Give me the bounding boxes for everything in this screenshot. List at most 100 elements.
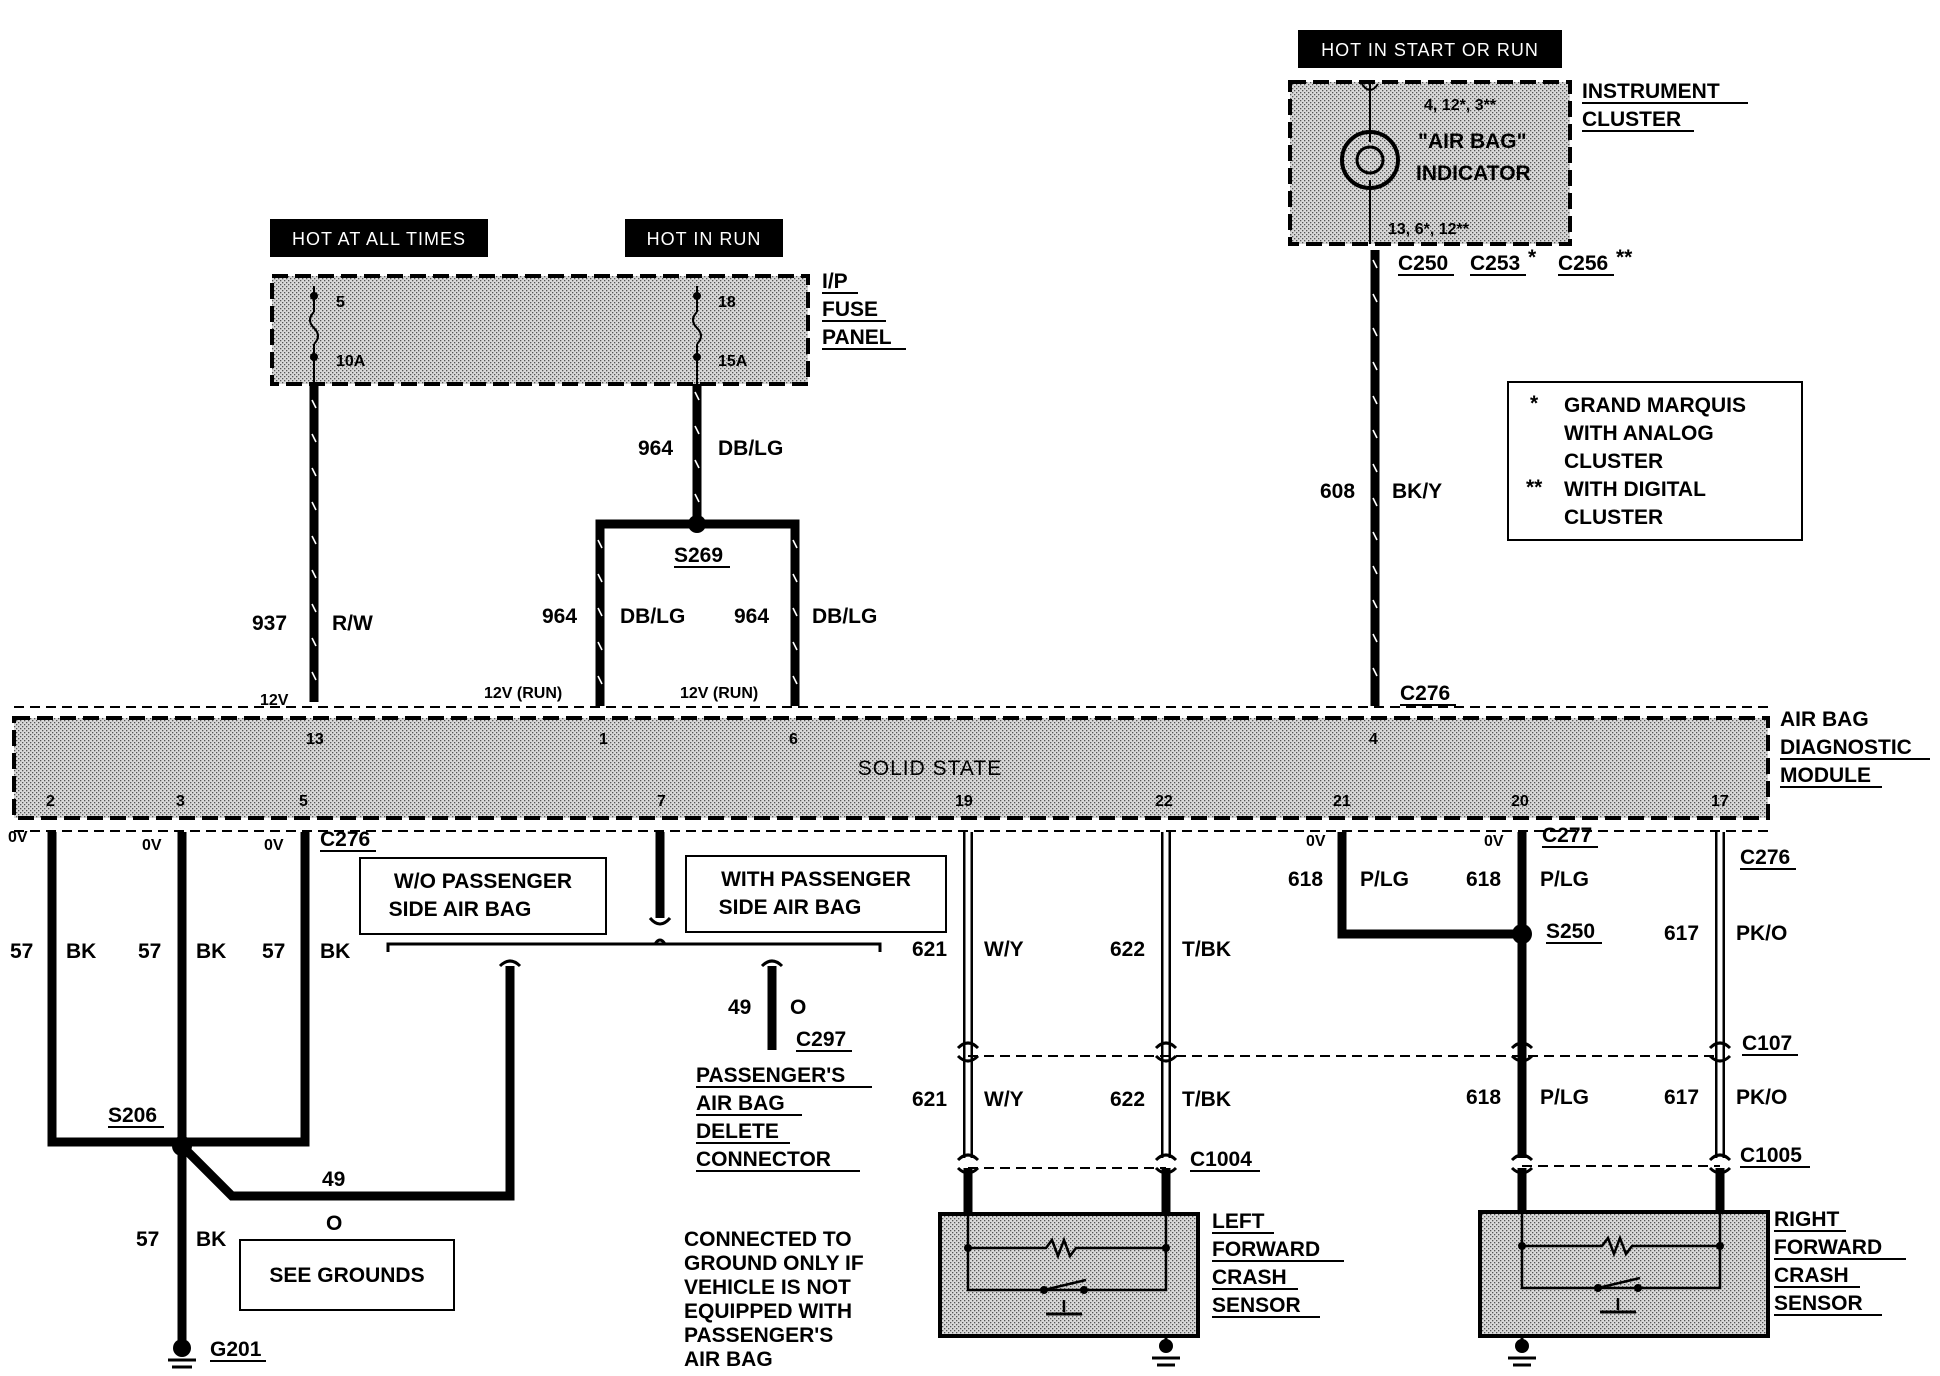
wire-964b-color: DB/LG xyxy=(620,605,685,628)
wire-618b-color: P/LG xyxy=(1540,868,1589,891)
wo-passenger-label: W/O PASSENGER xyxy=(394,870,572,893)
voltage-12v: 12V xyxy=(260,692,289,709)
wire-621b-number: 621 xyxy=(912,1088,947,1111)
voltage-0v-5: 0V xyxy=(1484,833,1504,850)
header-hot-in-start-or-run: HOT IN START OR RUN xyxy=(1298,30,1562,68)
connector-c250: C250 xyxy=(1398,252,1448,275)
connector-c107: C107 xyxy=(1742,1032,1792,1055)
wire-57a-number: 57 xyxy=(10,940,33,963)
air-bag-diagnostic-module: SOLID STATE AIR BAG DIAGNOSTIC MODULE 13… xyxy=(8,682,1930,870)
fuse-5-rating: 10A xyxy=(336,353,366,370)
left-sensor-label-4: SENSOR xyxy=(1212,1294,1301,1317)
wire-49-number: 49 xyxy=(322,1168,345,1191)
splice-s269: S269 xyxy=(674,544,723,567)
wire-49-color: O xyxy=(326,1212,342,1235)
voltage-0v-2: 0V xyxy=(142,837,162,854)
ground-note-6: AIR BAG xyxy=(684,1348,773,1371)
wire-964b-number: 964 xyxy=(542,605,577,628)
module-pin-3: 3 xyxy=(176,793,185,810)
see-grounds-box: SEE GROUNDS xyxy=(239,1239,455,1311)
left-sensor-label-3: CRASH xyxy=(1212,1266,1287,1289)
connector-c256: C256 xyxy=(1558,252,1608,275)
splice-s250: S250 xyxy=(1546,920,1595,943)
module-pin-17: 17 xyxy=(1711,793,1729,810)
module-pin-5: 5 xyxy=(299,793,308,810)
wire-618a-number: 618 xyxy=(1288,868,1323,891)
module-pin-1: 1 xyxy=(599,731,608,748)
fuse-panel-label: I/P xyxy=(822,270,848,293)
module-pin-4: 4 xyxy=(1369,731,1378,748)
wire-57b-color: BK xyxy=(196,940,226,963)
connector-c253-mark: * xyxy=(1528,246,1537,269)
header-hot-in-start-or-run-text: HOT IN START OR RUN xyxy=(1321,40,1539,60)
right-sensor-label-3: CRASH xyxy=(1774,1264,1849,1287)
legend-line-3: CLUSTER xyxy=(1564,450,1663,473)
wire-tick xyxy=(1372,361,1378,371)
wire-tick xyxy=(1372,463,1378,473)
cluster-pin-bottom: 13, 6*, 12** xyxy=(1388,221,1470,238)
wire-tick xyxy=(1372,429,1378,439)
fuse-panel-label-3: PANEL xyxy=(822,326,892,349)
with-passenger-label: WITH PASSENGER xyxy=(721,868,911,891)
legend-mark-2: ** xyxy=(1526,476,1543,499)
legend-box: * GRAND MARQUIS WITH ANALOG CLUSTER ** W… xyxy=(1507,381,1803,541)
header-hot-at-all-times: HOT AT ALL TIMES xyxy=(270,219,488,257)
wire-tick xyxy=(1372,327,1378,337)
wire-tick xyxy=(1372,667,1378,677)
module-pin-6: 6 xyxy=(789,731,798,748)
wire-617b-number: 617 xyxy=(1664,1086,1699,1109)
fuse-18-number: 18 xyxy=(718,294,736,311)
wire-622a-color: T/BK xyxy=(1182,938,1231,961)
module-label-2: DIAGNOSTIC xyxy=(1780,736,1912,759)
connector-c256-mark: ** xyxy=(1616,246,1633,269)
wire-tick xyxy=(1372,259,1378,269)
right-sensor-label-4: SENSOR xyxy=(1774,1292,1863,1315)
delete-connector-label-3: DELETE xyxy=(696,1120,779,1143)
wire-tick xyxy=(1372,565,1378,575)
splice-s250-dot xyxy=(1512,924,1532,944)
wire-57c-color: BK xyxy=(320,940,350,963)
air-bag-indicator-label-2: INDICATOR xyxy=(1416,162,1531,185)
wire-tick xyxy=(792,573,798,583)
voltage-12v-run-b: 12V (RUN) xyxy=(680,685,758,702)
header-hot-in-run-text: HOT IN RUN xyxy=(647,229,762,249)
wire-tick xyxy=(311,433,317,443)
connector-c253: C253 xyxy=(1470,252,1520,275)
wire-tick xyxy=(311,603,317,613)
instrument-cluster: 4, 12*, 3** "AIR BAG" INDICATOR 13, 6*, … xyxy=(1288,80,1748,276)
voltage-0v-1: 0V xyxy=(8,829,28,846)
wire-617b-color: PK/O xyxy=(1736,1086,1787,1109)
wire-tick xyxy=(694,493,700,503)
wire-618b-number: 618 xyxy=(1466,868,1501,891)
sensor-wires-right: 618 P/LG 618 P/LG S250 617 PK/O 618 P/LG… xyxy=(1288,832,1810,1214)
instrument-cluster-label-2: CLUSTER xyxy=(1582,108,1681,131)
wire-tick xyxy=(1372,293,1378,303)
wire-tick xyxy=(311,399,317,409)
wire-tick xyxy=(694,425,700,435)
wire-49b-color: O xyxy=(790,996,806,1019)
wire-tick xyxy=(792,675,798,685)
connector-c276-right: C276 xyxy=(1740,846,1790,869)
ground-note-3: VEHICLE IS NOT xyxy=(684,1276,851,1299)
wire-964c-number: 964 xyxy=(734,605,769,628)
wire-tick xyxy=(597,539,603,549)
ground-note-1: CONNECTED TO xyxy=(684,1228,852,1251)
wire-tick xyxy=(792,607,798,617)
wire-57b-number: 57 xyxy=(138,940,161,963)
splice-s206: S206 xyxy=(108,1104,157,1127)
header-hot-in-run: HOT IN RUN xyxy=(625,219,783,257)
wire-622a-number: 622 xyxy=(1110,938,1145,961)
instrument-cluster-label: INSTRUMENT xyxy=(1582,80,1720,103)
wire-tick xyxy=(597,607,603,617)
fuse-5-number: 5 xyxy=(336,294,345,311)
wire-tick xyxy=(792,539,798,549)
air-bag-indicator-label: "AIR BAG" xyxy=(1418,130,1527,153)
wire-tick xyxy=(311,671,317,681)
wire-622b-color: T/BK xyxy=(1182,1088,1231,1111)
ground-wires-57: 57 BK 57 BK 57 BK S206 49 O 57 BK G201 xyxy=(10,832,515,1369)
delete-connector-label: PASSENGER'S xyxy=(696,1064,845,1087)
connector-c297: C297 xyxy=(796,1028,846,1051)
wire-937-color: R/W xyxy=(332,612,373,635)
connector-c107-line: C107 xyxy=(956,1032,1798,1063)
legend-line-5: CLUSTER xyxy=(1564,506,1663,529)
